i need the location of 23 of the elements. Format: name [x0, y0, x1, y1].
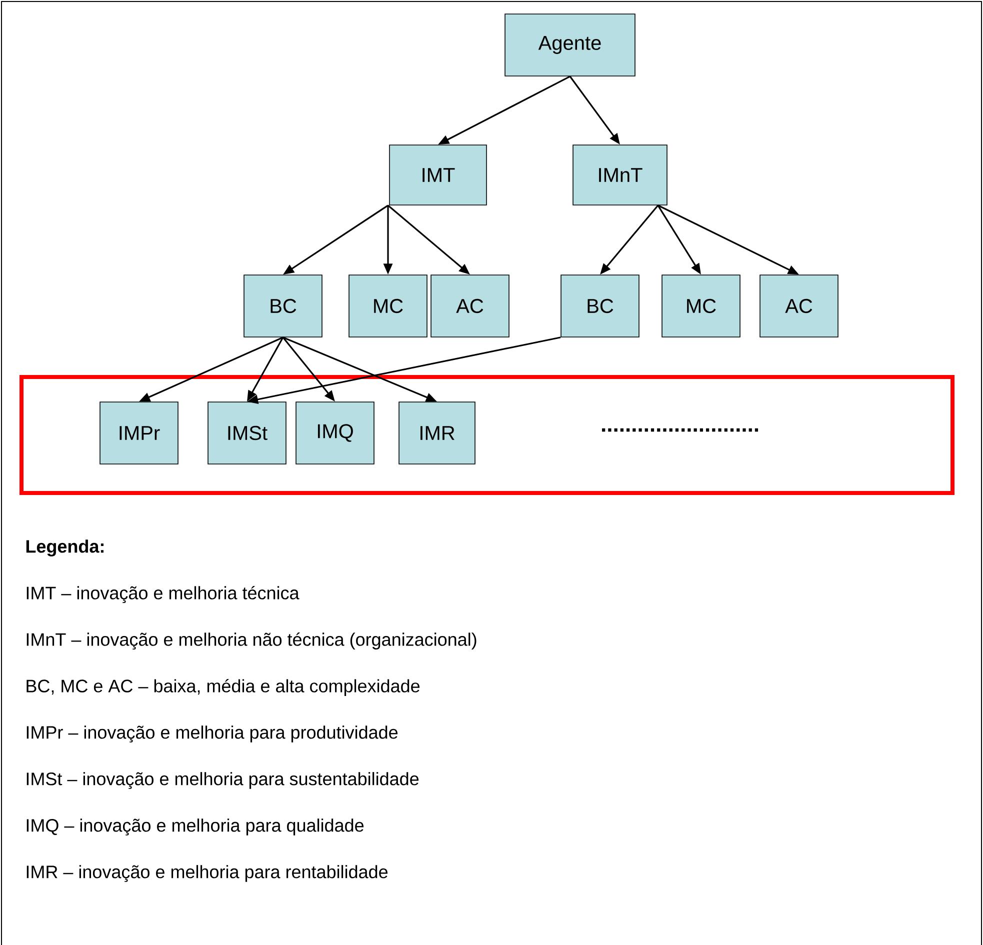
legend-text: IMT – inovação e melhoria técnica — [26, 586, 300, 604]
legend-text: IMQ – inovação e melhoria para qualidade — [26, 818, 364, 836]
box: BC — [560, 274, 640, 338]
legend-text: IMSt – inovação e melhoria para sustentabilidade — [26, 772, 419, 789]
box: BC — [244, 274, 322, 338]
box: IMSt — [208, 402, 286, 464]
box: IMPr — [100, 402, 178, 464]
box: MC — [662, 274, 740, 338]
box: IMnT — [572, 144, 668, 206]
legend-heading: Legenda: — [26, 540, 104, 556]
box: IMR — [398, 402, 476, 464]
legend-text: IMR – inovação e melhoria para rentabilidade — [26, 865, 388, 882]
legend-text: IMPr – inovação e melhoria para produtividade — [26, 726, 398, 742]
ellipsis: .......................... — [602, 428, 758, 432]
legend-text: IMnT – inovação e melhoria não técnica (organizacional) — [26, 632, 476, 650]
box: AC — [760, 274, 838, 338]
legend-text: BC, MC e AC – baixa, média e alta complexidade — [26, 679, 420, 696]
box: AC — [430, 274, 510, 338]
highlight-frame — [20, 375, 954, 495]
box: IMQ — [296, 402, 374, 464]
box: Agente — [504, 14, 636, 76]
box: IMT — [389, 144, 487, 206]
box: MC — [348, 274, 428, 338]
